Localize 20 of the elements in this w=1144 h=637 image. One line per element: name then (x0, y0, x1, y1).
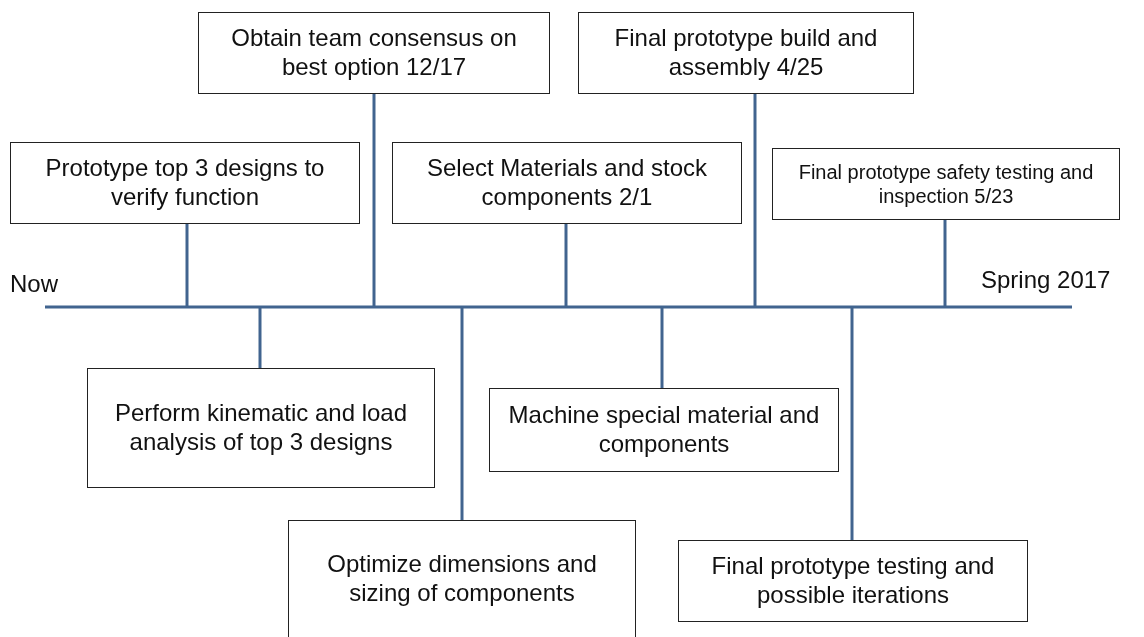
connector-line (753, 94, 757, 307)
connector-line (258, 307, 262, 368)
milestone-box: Machine special material and components (489, 388, 839, 472)
connector-line (660, 307, 664, 388)
milestone-box: Optimize dimensions and sizing of components (288, 520, 636, 637)
connector-line (185, 224, 189, 307)
milestone-box: Prototype top 3 designs to verify function (10, 142, 360, 224)
milestone-box: Obtain team consensus on best option 12/17 (198, 12, 550, 94)
milestone-box: Final prototype build and assembly 4/25 (578, 12, 914, 94)
connector-line (460, 307, 464, 520)
milestone-box: Perform kinematic and load analysis of top 3 designs (87, 368, 435, 488)
connector-line (372, 94, 376, 307)
milestone-box: Final prototype testing and possible iterations (678, 540, 1028, 622)
connector-line (564, 224, 568, 307)
milestone-box: Select Materials and stock components 2/1 (392, 142, 742, 224)
timeline-end-label: Spring 2017 (981, 266, 1111, 294)
connector-line (850, 307, 854, 540)
milestone-box: Final prototype safety testing and inspection 5/23 (772, 148, 1120, 220)
timeline-end-label: Now (10, 270, 58, 298)
connector-line (943, 220, 947, 307)
